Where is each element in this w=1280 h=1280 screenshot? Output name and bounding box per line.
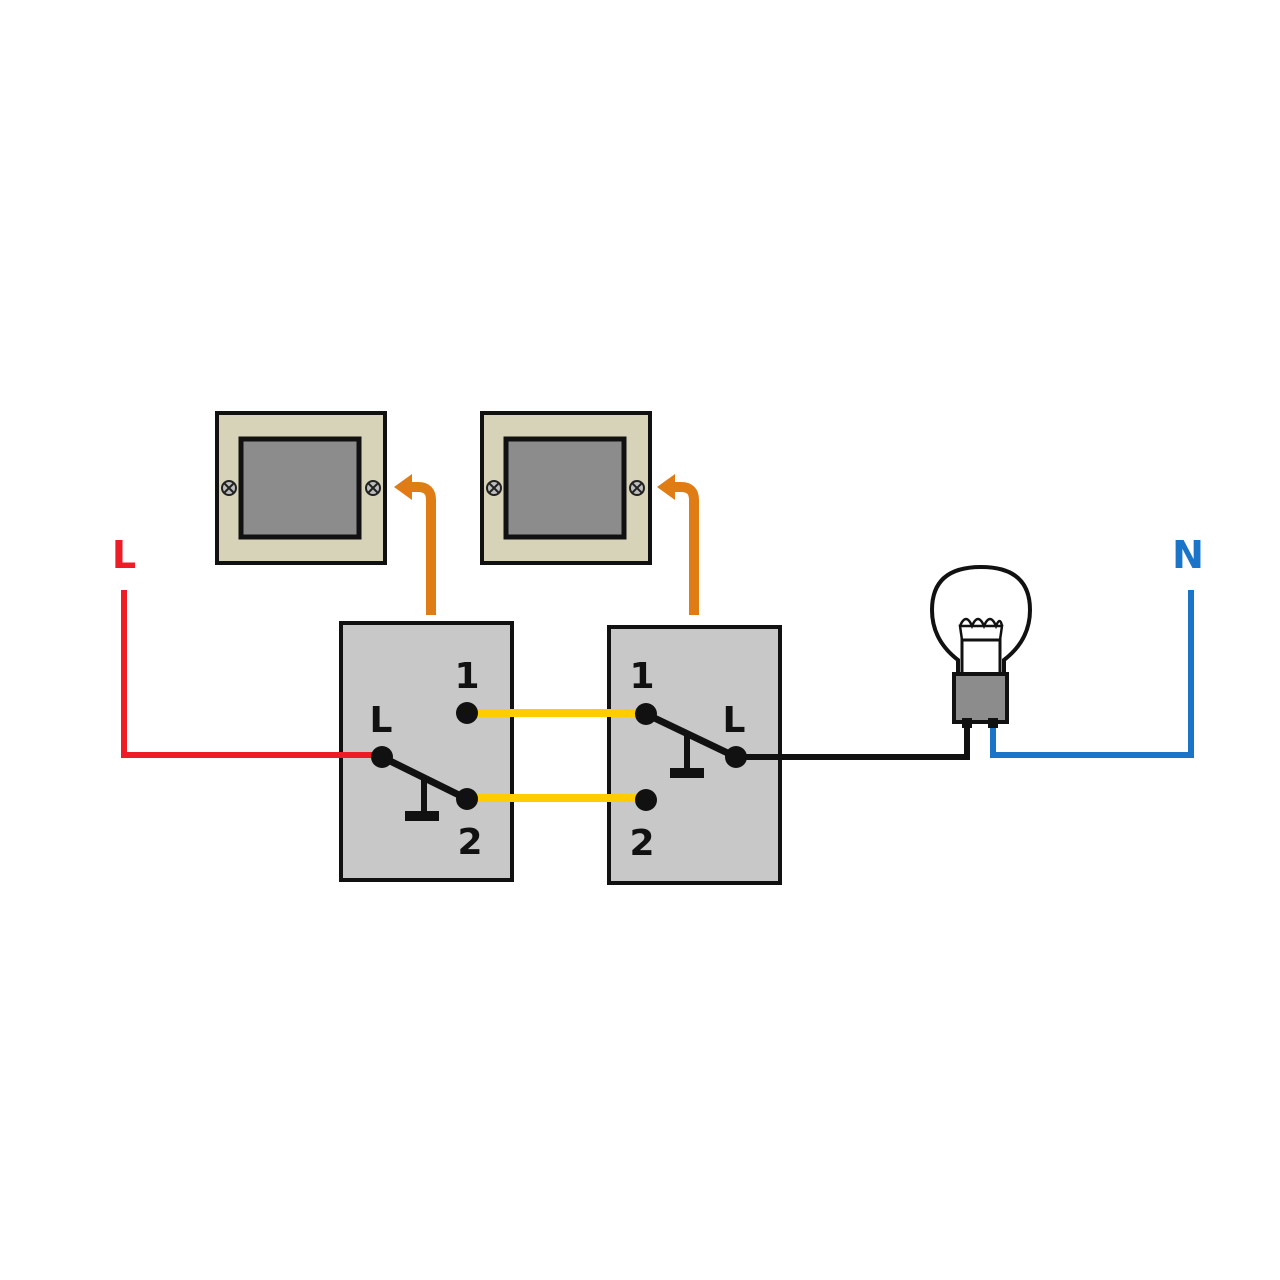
bulb-contact — [962, 718, 972, 728]
switch-right-common-label: L — [723, 700, 746, 741]
screw-icon — [221, 480, 237, 496]
switch-right-terminal-2-label: 2 — [629, 823, 654, 864]
switch-left-terminal-2-label: 2 — [457, 822, 482, 863]
switch-plate-left — [215, 411, 387, 565]
switch-plate-right — [480, 411, 652, 565]
live-wire — [121, 590, 382, 758]
lever-base — [405, 811, 439, 821]
live-label: L — [112, 533, 136, 577]
neutral-label: N — [1172, 533, 1204, 577]
switched-live-wire — [737, 722, 970, 760]
plate-rocker — [238, 436, 362, 540]
arrow-shaft — [673, 482, 699, 615]
screw-icon — [486, 480, 502, 496]
terminal-common — [371, 746, 393, 768]
terminal-2 — [456, 788, 478, 810]
switch-mechanism-left — [371, 702, 478, 821]
bulb-stem — [960, 638, 1002, 678]
switch-right-terminal-1-label: 1 — [629, 656, 654, 697]
terminal-common — [725, 746, 747, 768]
switch-body-left — [339, 621, 514, 882]
bulb-filament — [958, 617, 1004, 630]
bulb-base — [952, 672, 1009, 724]
arrow-head-icon — [657, 474, 675, 500]
switch-mechanism-right — [635, 703, 747, 811]
terminal-1 — [635, 703, 657, 725]
screw-icon — [365, 480, 381, 496]
lever-base — [670, 768, 704, 778]
bulb-contact — [988, 718, 998, 728]
switch-lever — [644, 710, 738, 761]
switch-left-terminal-1-label: 1 — [454, 656, 479, 697]
switch-left-common-label: L — [370, 700, 393, 741]
neutral-wire — [990, 590, 1194, 758]
arrow-right — [657, 474, 699, 615]
screw-icon — [629, 480, 645, 496]
plate-rocker — [503, 436, 627, 540]
arrow-left — [394, 474, 436, 615]
arrow-head-icon — [394, 474, 412, 500]
arrow-shaft — [410, 482, 436, 615]
terminal-2 — [635, 789, 657, 811]
light-bulb-icon — [929, 564, 1033, 728]
terminal-1 — [456, 702, 478, 724]
